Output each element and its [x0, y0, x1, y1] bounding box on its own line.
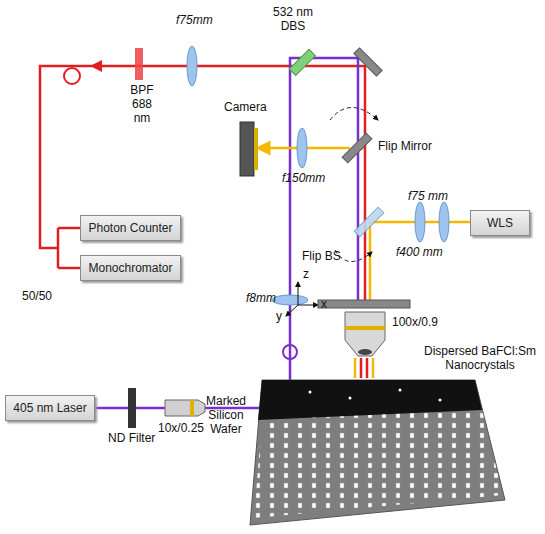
instrument-box: 405 nm Laser: [5, 395, 95, 421]
part-label: 50/50: [22, 290, 52, 304]
part-label: Marked Silicon Wafer: [196, 395, 256, 436]
part-label: Flip Mirror: [378, 140, 432, 154]
part-label: f8mm: [246, 292, 276, 306]
part-label: f75mm: [176, 14, 213, 28]
part-label: z: [303, 268, 309, 282]
part-label: f75 mm: [408, 190, 448, 204]
part-label: 10x/0.25: [158, 422, 204, 436]
part-label: 532 nm DBS: [268, 6, 318, 34]
part-label: f150mm: [282, 172, 325, 186]
box-label: Monochromator: [84, 261, 176, 275]
instrument-box: Photon Counter: [80, 215, 181, 241]
part-label: Camera: [224, 101, 267, 115]
part-label: y: [276, 310, 282, 324]
instrument-box: Monochromator: [80, 255, 181, 281]
part-label: 100x/0.9: [392, 316, 438, 330]
part-label: Dispersed BaFCl:Sm Nanocrystals: [420, 345, 540, 373]
box-label: WLS: [483, 216, 517, 230]
part-label: BPF 688 nm: [122, 84, 162, 125]
box-label: Photon Counter: [84, 221, 176, 235]
part-label: Flip BS: [302, 250, 341, 264]
part-label: ND Filter: [108, 432, 155, 446]
part-label: x: [321, 298, 327, 312]
instrument-box: WLS: [470, 210, 530, 236]
part-label: f400 mm: [396, 246, 443, 260]
box-label: 405 nm Laser: [9, 401, 90, 415]
